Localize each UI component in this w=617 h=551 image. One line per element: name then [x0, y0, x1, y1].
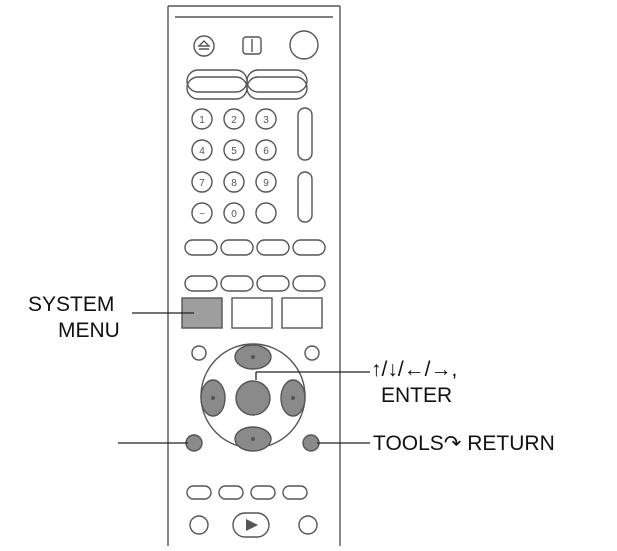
number-key-4[interactable] [191, 139, 213, 161]
options-button[interactable] [185, 434, 203, 452]
wide-button-right-lower[interactable] [246, 76, 308, 100]
arrow-keys-label: ↑/↓/←/→, [371, 358, 458, 381]
play-button[interactable] [232, 512, 270, 538]
small-button-right[interactable] [304, 345, 320, 361]
return-button[interactable] [302, 434, 320, 452]
keypad-digit: 9 [263, 178, 269, 189]
fast-forward-button[interactable] [298, 515, 318, 535]
small-button-left[interactable] [191, 345, 207, 361]
square-button-2[interactable] [231, 297, 273, 329]
transport-button-4[interactable] [282, 485, 308, 500]
enter-button[interactable] [235, 380, 271, 416]
oval-button-1[interactable] [184, 239, 218, 256]
number-key-3[interactable] [255, 108, 277, 130]
keypad-digit: 2 [231, 115, 237, 126]
keypad-digit: − [199, 209, 205, 220]
number-key-7[interactable] [191, 171, 213, 193]
enter-label: ENTER [381, 384, 453, 407]
system-menu-label-line2: MENU [58, 319, 120, 342]
power-button[interactable] [289, 30, 319, 60]
keypad-digit: 0 [231, 209, 237, 220]
wide-button-left-lower[interactable] [186, 76, 248, 100]
oval-button-5[interactable] [184, 275, 218, 292]
play-icon [246, 519, 258, 531]
rocker-lower[interactable] [297, 171, 313, 223]
keypad-digit: 5 [231, 146, 237, 157]
remote-body [167, 5, 341, 546]
oval-button-6[interactable] [220, 275, 254, 292]
number-key-5[interactable] [223, 139, 245, 161]
rewind-button[interactable] [189, 515, 209, 535]
rocker-upper[interactable] [297, 107, 313, 161]
keypad-digit: 8 [231, 178, 237, 189]
transport-button-3[interactable] [250, 485, 276, 500]
eject-button[interactable] [193, 35, 215, 57]
oval-button-3[interactable] [256, 239, 290, 256]
number-key-6[interactable] [255, 139, 277, 161]
blank-key[interactable] [255, 202, 277, 224]
square-button-3[interactable] [281, 297, 323, 329]
eject-icon [197, 40, 211, 50]
wide-button-left[interactable] [186, 69, 248, 93]
number-key-8[interactable] [223, 171, 245, 193]
dpad-up-dot [251, 355, 255, 359]
keypad-digit: 3 [263, 115, 269, 126]
dpad-right-dot [291, 396, 295, 400]
dpad-down-dot [251, 437, 255, 441]
input-select-button[interactable] [242, 36, 262, 55]
keypad-digit: 4 [199, 146, 205, 157]
keypad-digit: 7 [199, 178, 205, 189]
dpad-left-dot [211, 396, 215, 400]
oval-button-2[interactable] [220, 239, 254, 256]
number-key-1[interactable] [191, 108, 213, 130]
wide-button-right[interactable] [246, 69, 308, 93]
tools-return-label: TOOLS↷ RETURN [373, 432, 555, 455]
transport-button-2[interactable] [218, 485, 244, 500]
keypad-digit: 1 [199, 115, 205, 126]
number-key-0[interactable] [223, 202, 245, 224]
oval-button-7[interactable] [256, 275, 290, 292]
system-menu-label-line1: SYSTEM [28, 293, 115, 316]
oval-button-8[interactable] [292, 275, 326, 292]
oval-button-4[interactable] [292, 239, 326, 256]
number-key-2[interactable] [223, 108, 245, 130]
keypad-digit: 6 [263, 146, 269, 157]
minus-key[interactable] [191, 202, 213, 224]
number-key-9[interactable] [255, 171, 277, 193]
transport-button-1[interactable] [186, 485, 212, 500]
